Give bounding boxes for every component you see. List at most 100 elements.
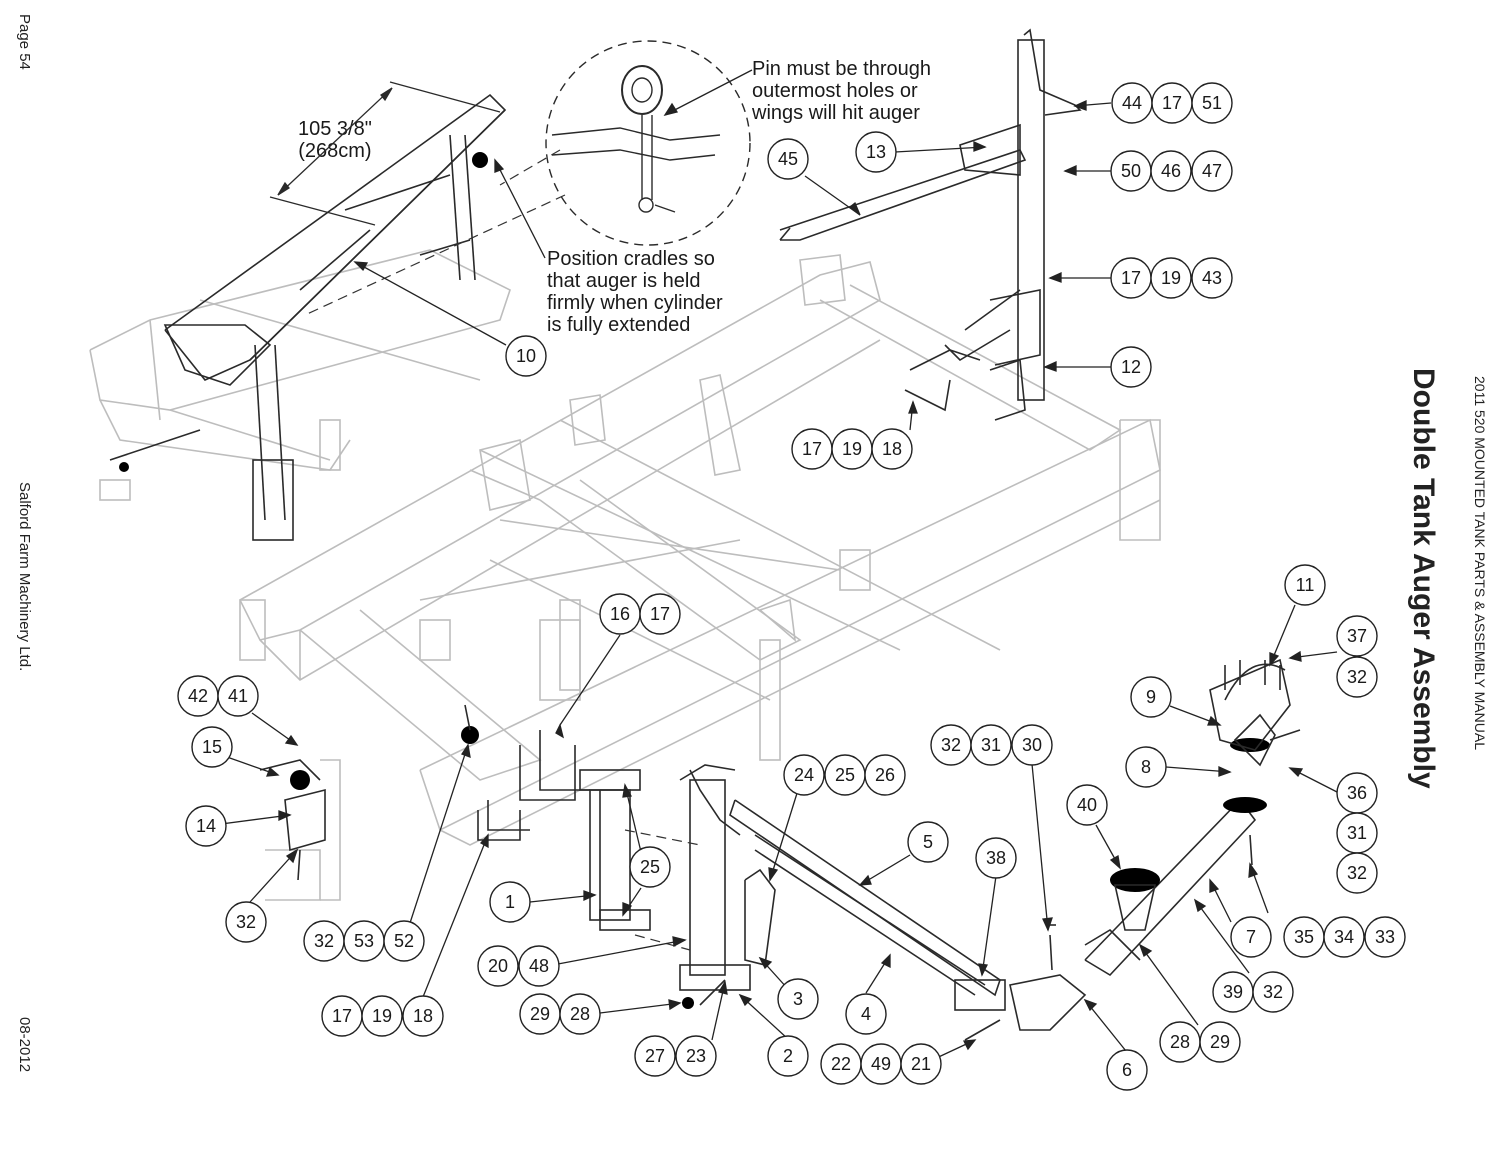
callout-32: 32 [1252,971,1294,1013]
callout-16: 16 [599,593,641,635]
callout-53: 53 [343,920,385,962]
callout-number: 17 [1162,93,1182,113]
callout-number: 15 [202,737,222,757]
callout-32: 32 [1336,852,1378,894]
callout-circle [871,428,913,470]
callout-17: 17 [321,995,363,1037]
callout-number: 10 [516,346,536,366]
callout-number: 26 [875,765,895,785]
callout-number: 36 [1347,783,1367,803]
callout-34: 34 [1323,916,1365,958]
callout-circle [1230,916,1272,958]
callout-circle [1191,82,1233,124]
callout-number: 25 [835,765,855,785]
callout-number: 31 [1347,823,1367,843]
callout-23: 23 [675,1035,717,1077]
callout-number: 9 [1146,687,1156,707]
callout-circle [970,724,1012,766]
callout-number: 7 [1246,927,1256,947]
callout-number: 51 [1202,93,1222,113]
callout-number: 52 [394,931,414,951]
cradle-note-line: is fully extended [547,314,691,336]
callout-number: 17 [802,439,822,459]
callout-5: 5 [907,821,949,863]
callout-number: 47 [1202,161,1222,181]
callout-18: 18 [871,428,913,470]
cradle-note-line: that auger is held [547,270,701,292]
callout-circle [675,1035,717,1077]
callout-40: 40 [1066,784,1108,826]
callout-28: 28 [559,993,601,1035]
callout-number: 14 [196,816,216,836]
callout-number: 27 [645,1046,665,1066]
callout-38: 38 [975,837,1017,879]
callout-19: 19 [1150,257,1192,299]
callout-number: 48 [529,956,549,976]
callout-49: 49 [860,1043,902,1085]
callout-25: 25 [824,754,866,796]
callout-number: 35 [1294,927,1314,947]
callout-17: 17 [1110,257,1152,299]
cradle-note-line: firmly when cylinder [547,292,723,314]
callout-number: 11 [1296,575,1315,595]
callout-28: 28 [1159,1021,1201,1063]
callout-number: 4 [861,1004,871,1024]
callout-32: 32 [303,920,345,962]
callout-circle [1252,971,1294,1013]
callout-circle [217,675,259,717]
callout-number: 37 [1347,626,1367,646]
callout-number: 46 [1161,161,1181,181]
callout-circle [1191,150,1233,192]
auger-parts [109,28,1301,1041]
leader-lines [205,69,1338,1062]
callout-number: 5 [923,832,933,852]
callout-32: 32 [1336,656,1378,698]
callout-48: 48 [518,945,560,987]
callout-52: 52 [383,920,425,962]
callout-circle [1336,656,1378,698]
pin-note-line: wings will hit auger [752,102,920,124]
callout-number: 13 [866,142,886,162]
callout-circle [907,821,949,863]
callout-46: 46 [1150,150,1192,192]
callout-number: 41 [228,686,248,706]
callout-29: 29 [1199,1021,1241,1063]
callout-circle [477,945,519,987]
callout-number: 40 [1077,795,1097,815]
assembly-guides [304,149,701,951]
callout-circle [489,881,531,923]
callout-circle [518,945,560,987]
callout-19: 19 [361,995,403,1037]
callout-19: 19 [831,428,873,470]
callout-25: 25 [629,846,671,888]
callout-circle [1364,916,1406,958]
callout-circle [777,978,819,1020]
callout-43: 43 [1191,257,1233,299]
callout-42: 42 [177,675,219,717]
callout-circle [767,138,809,180]
callout-45: 45 [767,138,809,180]
callout-number: 32 [1347,863,1367,883]
pin-note: Pin must be through outermost holes or w… [752,58,931,124]
callout-number: 24 [794,765,814,785]
callout-37: 37 [1336,615,1378,657]
callout-number: 32 [236,912,256,932]
callout-circle [767,1035,809,1077]
dimension-line [269,81,501,226]
callout-circle [1150,150,1192,192]
callout-circle [1336,615,1378,657]
callout-13: 13 [855,131,897,173]
callout-number: 20 [488,956,508,976]
callout-number: 19 [1161,268,1181,288]
callout-circle [1336,852,1378,894]
callout-30: 30 [1011,724,1053,766]
callout-circle [185,805,227,847]
callout-11: 11 [1284,564,1326,606]
callout-32: 32 [930,724,972,766]
callout-number: 21 [911,1054,931,1074]
callout-15: 15 [191,726,233,768]
callout-36: 36 [1336,772,1378,814]
callout-number: 1 [505,892,515,912]
